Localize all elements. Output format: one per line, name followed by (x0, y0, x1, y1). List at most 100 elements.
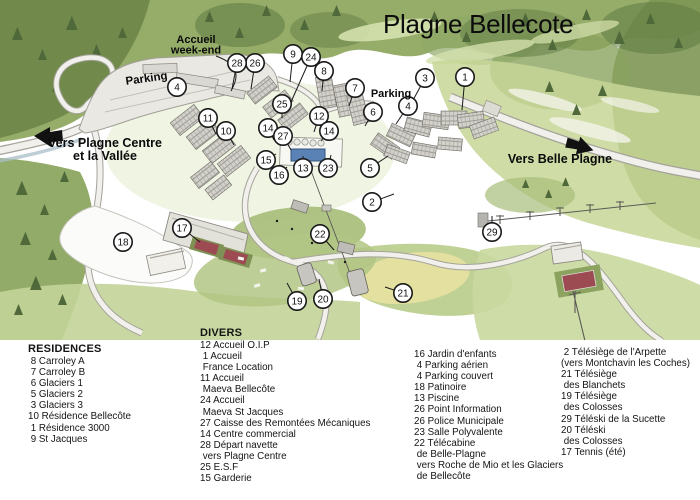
label-parking-right: Parking (371, 88, 411, 100)
map-marker-14: 14 (318, 121, 339, 142)
legend-item: 17 Tennis (été) (561, 446, 626, 458)
legend-item: 26 Point Information (414, 404, 502, 416)
svg-text:4: 4 (174, 83, 180, 94)
tennis-court-icon (561, 269, 597, 293)
svg-text:7: 7 (352, 84, 358, 95)
svg-text:4: 4 (405, 102, 411, 113)
map-marker-2: 2 (361, 192, 395, 213)
legend-item: 26 Police Municipale (414, 415, 504, 427)
legend-item: 20 Téléski (561, 424, 606, 436)
map-marker-8: 8 (313, 60, 334, 92)
arrow-left-icon (34, 127, 63, 147)
svg-text:20: 20 (317, 295, 329, 306)
svg-text:6: 6 (370, 108, 376, 119)
svg-text:23: 23 (322, 164, 334, 175)
legend-item: 28 Départ navette (200, 439, 278, 451)
svg-text:22: 22 (314, 230, 326, 241)
map-title: Plagne Bellecote (383, 9, 573, 39)
legend-item: 15 Garderie (200, 473, 252, 485)
map-marker-12: 12 (308, 106, 329, 133)
map-marker-4: 4 (167, 77, 188, 98)
svg-text:29: 29 (486, 228, 498, 239)
legend-item: 23 Salle Polyvalente (414, 426, 503, 438)
legend-item: 1 Accueil (200, 351, 242, 363)
legend-item: 12 Accueil O.I.P (200, 340, 270, 351)
map-marker-17: 17 (172, 218, 201, 243)
map-marker-9: 9 (282, 43, 303, 83)
legend-item: 5 Glaciers 2 (28, 389, 83, 401)
map-marker-18: 18 (113, 232, 134, 253)
legend-header: RESIDENCES (28, 343, 102, 355)
roads-layer (0, 53, 700, 340)
legend-item: 22 Télécabine (414, 437, 476, 449)
legend-item: Maeva Bellecôte (200, 384, 276, 396)
legend-item: 9 St Jacques (28, 433, 88, 445)
svg-text:1: 1 (462, 73, 468, 84)
svg-text:18: 18 (117, 238, 129, 249)
map-marker-7: 7 (344, 78, 365, 107)
map-marker-21: 21 (384, 282, 413, 303)
svg-text:16: 16 (273, 171, 285, 182)
terrain-layer (0, 0, 700, 340)
legend-item: 1 Résidence 3000 (28, 422, 110, 434)
tennis-court-icon (194, 239, 219, 255)
legend-item: vers Roche de Mio et les Glaciers (414, 459, 564, 471)
gondola-icon (346, 268, 369, 297)
legend-item: 25 E.S.F (200, 462, 239, 474)
legend-item: 19 Télésiège (561, 391, 617, 403)
map-illustration: 1234456789101112131414151617181920212223… (0, 0, 700, 340)
legend-item: 13 Piscine (414, 393, 460, 405)
legend-item: 4 Parking couvert (414, 371, 493, 383)
map-marker-15: 15 (255, 150, 277, 171)
legend-item: des Colosses (561, 435, 623, 447)
legend-item: 2 Télésiège de l'Arpette (561, 347, 667, 358)
legend-item: des Colosses (561, 402, 623, 414)
legend-item: 14 Centre commercial (200, 428, 296, 440)
legend-item: Maeva St Jacques (200, 406, 284, 418)
tennis-court-icon (223, 249, 248, 265)
map-marker-28: 28 (227, 52, 248, 90)
map-marker-6: 6 (362, 102, 383, 127)
svg-text:5: 5 (367, 164, 373, 175)
legend-item: 29 Téléski de la Sucette (561, 413, 666, 425)
legend-item: 21 Télésiège (561, 369, 617, 381)
svg-text:14: 14 (262, 124, 274, 135)
map-marker-23: 23 (317, 154, 338, 179)
map-marker-26: 26 (245, 52, 266, 90)
svg-text:11: 11 (203, 114, 214, 125)
legend-item: 6 Glaciers 1 (28, 378, 83, 390)
svg-text:12: 12 (313, 112, 325, 123)
map-marker-20: 20 (312, 278, 333, 309)
legend-item: 11 Accueil (200, 373, 244, 385)
legend-item: 27 Caisse des Remontées Mécaniques (200, 417, 371, 429)
map-marker-10: 10 (216, 121, 237, 146)
svg-text:13: 13 (297, 164, 309, 175)
legend-column-residences: RESIDENCES 8 Carroley A 7 Carroley B 6 G… (28, 343, 131, 445)
legend-item: 3 Glaciers 3 (28, 400, 83, 412)
svg-text:28: 28 (231, 59, 243, 70)
legend-item: 4 Parking aérien (414, 360, 489, 372)
arrow-right-icon (565, 136, 594, 155)
map-marker-3: 3 (404, 68, 435, 116)
legend-item: de Belle-Plagne (414, 448, 486, 460)
legend-item: 8 Carroley A (28, 356, 85, 367)
legend-item: vers Plagne Centre (200, 450, 287, 462)
svg-text:3: 3 (422, 74, 428, 85)
svg-text:9: 9 (290, 50, 296, 61)
svg-text:25: 25 (276, 100, 288, 111)
label-vers-belle-plagne: Vers Belle Plagne (508, 152, 612, 166)
legend-item: 16 Jardin d'enfants (414, 349, 497, 360)
map-marker-19: 19 (286, 282, 307, 311)
svg-text:21: 21 (397, 289, 409, 300)
legend-item: 7 Carroley B (28, 367, 86, 379)
svg-text:27: 27 (277, 132, 289, 143)
map-marker-5: 5 (359, 155, 389, 179)
svg-text:15: 15 (260, 156, 272, 167)
legend-item: France Location (200, 362, 273, 374)
legend-item: 10 Résidence Bellecôte (28, 411, 131, 423)
svg-text:24: 24 (305, 53, 317, 64)
svg-text:2: 2 (369, 198, 375, 209)
